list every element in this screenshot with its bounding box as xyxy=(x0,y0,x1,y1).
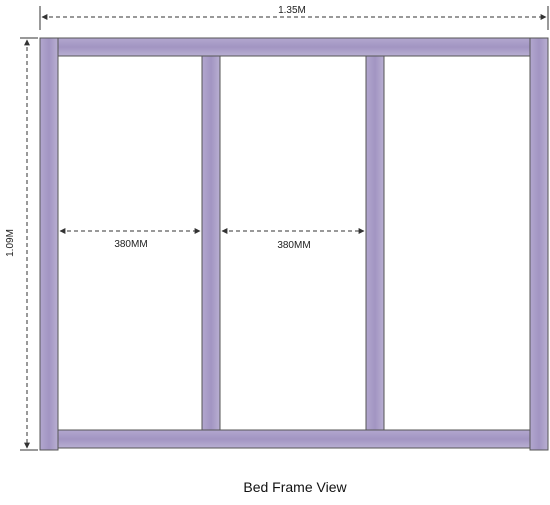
frame xyxy=(39,37,549,451)
gap-middle-dimension: 380MM xyxy=(221,228,365,251)
right-post xyxy=(529,37,549,451)
left-post xyxy=(39,37,59,451)
height-label: 1.09M xyxy=(5,229,16,257)
diagram-caption: Bed Frame View xyxy=(243,479,347,495)
height-dimension: 1.09M xyxy=(5,37,38,451)
slat-left xyxy=(201,55,221,431)
top-rail xyxy=(57,37,531,57)
gap-left-label: 380MM xyxy=(114,239,147,250)
bottom-rail xyxy=(57,429,531,449)
gap-middle-label: 380MM xyxy=(277,240,310,251)
width-label: 1.35M xyxy=(278,5,306,16)
width-dimension: 1.35M xyxy=(39,5,549,30)
gap-left-dimension: 380MM xyxy=(59,228,201,250)
slat-right xyxy=(365,55,385,431)
